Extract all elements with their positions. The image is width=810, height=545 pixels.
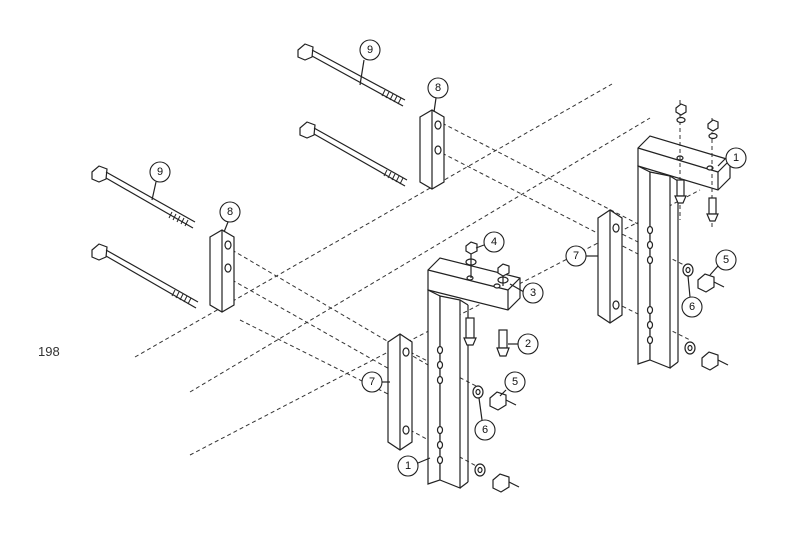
callout-5-right: 5 [709, 249, 737, 276]
spacer-plate-upper [419, 109, 445, 190]
washer-nut-center-upper [472, 385, 517, 411]
callout-7-right-text: 7 [573, 250, 579, 262]
callout-2: 2 [508, 333, 539, 355]
bolt-left-2 [91, 243, 199, 309]
spacer-right [597, 209, 623, 324]
callout-9-left-text: 9 [157, 166, 163, 178]
callout-1-right: 1 [717, 147, 747, 169]
callout-5-right-text: 5 [723, 254, 729, 266]
bolt-upper-2 [299, 121, 408, 187]
callout-7-center: 7 [361, 371, 390, 393]
callout-8-upper: 8 [427, 77, 449, 113]
callout-3: 3 [509, 282, 544, 304]
washer-nut-center-lower [474, 463, 520, 493]
bracket-right [637, 135, 731, 369]
callout-8-left-text: 8 [227, 206, 233, 218]
washer-nut-right-lower [684, 341, 729, 371]
spacer-center [387, 333, 413, 451]
callout-8-left: 8 [219, 201, 241, 233]
callout-6-right-text: 6 [689, 301, 695, 313]
callout-1-center: 1 [397, 455, 431, 477]
callout-6-center-text: 6 [482, 424, 488, 436]
hardware-center [463, 241, 510, 357]
callout-1-center-text: 1 [405, 460, 411, 472]
callout-7-right: 7 [565, 245, 598, 267]
callout-8-upper-text: 8 [435, 82, 441, 94]
callout-5-center-text: 5 [512, 376, 518, 388]
washer-nut-right-upper [682, 263, 725, 293]
callout-6-right: 6 [681, 275, 703, 318]
callout-5-center: 5 [499, 371, 526, 397]
bolt-upper [297, 43, 406, 107]
callout-4: 4 [475, 231, 505, 253]
callout-9-upper-text: 9 [367, 44, 373, 56]
callout-7-center-text: 7 [369, 376, 375, 388]
bracket-center [427, 257, 521, 489]
callout-3-text: 3 [530, 287, 536, 299]
callout-2-text: 2 [525, 338, 531, 350]
callout-1-right-text: 1 [733, 152, 739, 164]
hardware-right [674, 100, 719, 228]
callout-9-upper: 9 [359, 39, 381, 86]
spacer-plate-left [209, 229, 235, 313]
figure-label: 198 [38, 344, 60, 359]
callout-4-text: 4 [491, 236, 497, 248]
bolt-left [91, 165, 196, 229]
callout-9-left: 9 [149, 161, 171, 201]
callout-6-center: 6 [474, 397, 496, 441]
